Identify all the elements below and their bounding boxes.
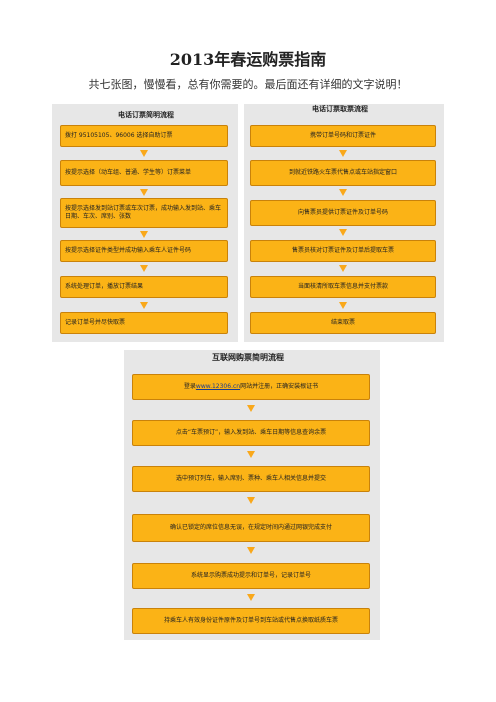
flow-step: 结束取票 [250,312,436,334]
flow-step: 拨打 95105105、96006 选择自助订票 [60,125,228,147]
flow-arrow [140,150,148,157]
flow-arrow [247,405,255,412]
page-subtitle: 共七张图，慢慢看，总有你需要的。最后面还有详细的文字说明！ [88,78,408,91]
flow-step: 系统处理订单，播放订票结果 [60,276,228,298]
flow-arrow [247,594,255,601]
flow-arrow [140,231,148,238]
flow-step: 选中预订列车，输入席别、票种、乘车人相关信息并提交 [132,466,370,492]
flow-step: 记录订单号并尽快取票 [60,312,228,334]
flow-arrow [247,451,255,458]
flow-arrow [339,189,347,196]
flow-step: 到就近铁路火车票代售点或车站指定窗口 [250,160,436,186]
flow-arrow [140,302,148,309]
flow-step: 向售票员提供订票证件及订单号码 [250,200,436,226]
flow-step: 持乘车人有效身份证件原件及订单号到车站或代售点换取纸质车票 [132,608,370,634]
step-text: 登录 [183,383,196,390]
flow-arrow [339,302,347,309]
flow-step: 登录 www.12306.cn 网站并注册，正确安装根证书 [132,374,370,400]
flow-arrow [247,547,255,554]
flow-step: 按提示选择发到站订票或车次订票，成功输入发到站、乘车日期、车次、席别、张数 [60,198,228,228]
website-link[interactable]: www.12306.cn [195,383,241,390]
flow-step: 按提示选择（动车组、普通、学生等）订票菜单 [60,160,228,186]
flow-step: 售票员核对订票证件及订单后提取车票 [250,240,436,262]
flow-arrow [339,229,347,236]
flow-arrow [339,150,347,157]
phone-pickup-title: 电话订票取票流程 [312,105,368,113]
flow-step: 确认已锁定的席位信息无误，在规定时间内通过网银完成支付 [132,514,370,542]
phone-booking-title: 电话订票简明流程 [118,111,174,119]
flow-arrow [247,497,255,504]
flow-step: 点击“车票预订”，输入发到站、乘车日期等信息查询余票 [132,420,370,446]
flow-step: 当面核清所取车票信息并支付票款 [250,276,436,298]
step-text: 网站并注册，正确安装根证书 [240,383,319,390]
flow-arrow [140,189,148,196]
flow-arrow [140,265,148,272]
page-title: 2013年春运购票指南 [169,50,327,69]
flow-arrow [339,265,347,272]
internet-booking-title: 互联网购票简明流程 [212,353,284,362]
flow-step: 系统显示购票成功提示和订单号，记录订单号 [132,563,370,589]
flow-step: 按提示选择证件类型并成功输入乘车人证件号码 [60,240,228,262]
flow-step: 携带订单号码和订票证件 [250,125,436,147]
